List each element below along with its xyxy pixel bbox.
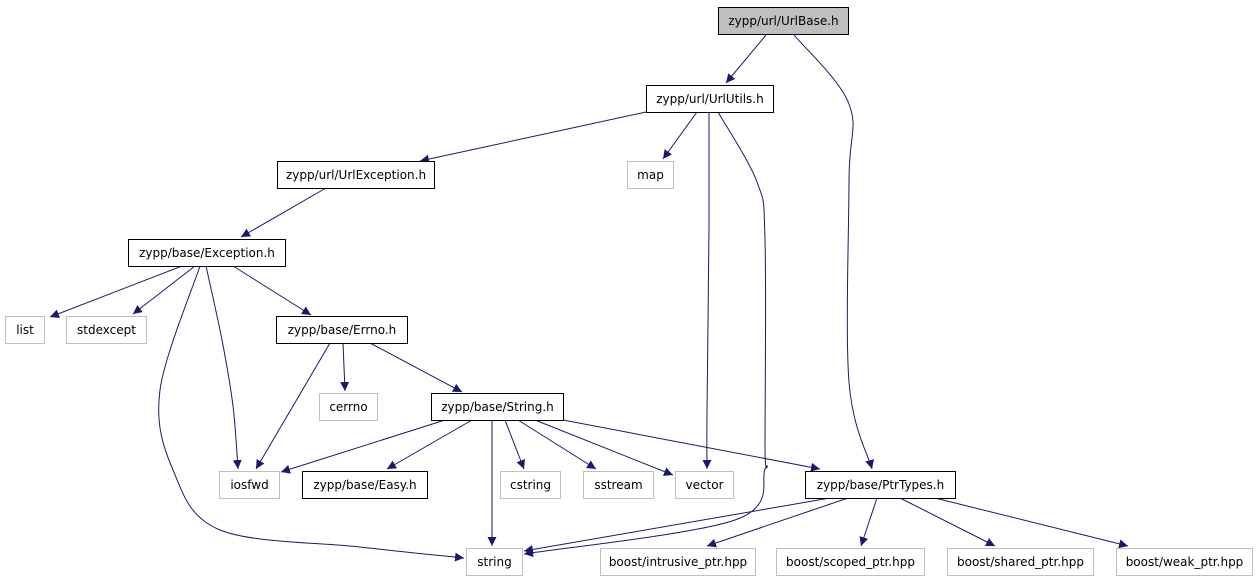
edge-ptrtypes-to-weak: [934, 497, 1129, 549]
node-label-stdexcept: stdexcept: [77, 323, 136, 337]
edge-string_h-to-easy: [386, 419, 473, 470]
node-box-list: [5, 316, 45, 344]
node-label-intrusive: boost/intrusive_ptr.hpp: [609, 555, 747, 569]
node-box-exception: [128, 239, 286, 267]
node-label-exception: zypp/base/Exception.h: [139, 246, 275, 260]
edge-string_h-to-vector: [534, 419, 674, 476]
node-list: list: [5, 316, 45, 344]
node-exception[interactable]: zypp/base/Exception.h: [128, 239, 286, 267]
edge-ptrtypes-to-intrusive: [706, 497, 849, 548]
edge-urlutils-to-urlexception: [419, 111, 647, 164]
node-intrusive: boost/intrusive_ptr.hpp: [600, 548, 756, 576]
node-ptrtypes[interactable]: zypp/base/PtrTypes.h: [805, 471, 956, 499]
edge-urlexception-to-exception: [240, 187, 327, 238]
node-errno[interactable]: zypp/base/Errno.h: [276, 316, 408, 344]
node-urlbase[interactable]: zypp/url/UrlBase.h: [718, 7, 849, 35]
edge-ptrtypes-to-scoped: [859, 497, 878, 547]
node-label-errno: zypp/base/Errno.h: [288, 323, 397, 337]
edge-exception-to-stdexcept: [132, 265, 196, 315]
edges-layer: [49, 34, 1129, 562]
node-label-sstream: sstream: [594, 478, 642, 492]
node-label-shared: boost/shared_ptr.hpp: [957, 555, 1084, 569]
edge-string_h-to-ptrtypes: [562, 419, 821, 472]
node-label-weak: boost/weak_ptr.hpp: [1126, 555, 1244, 569]
node-urlexception[interactable]: zypp/url/UrlException.h: [277, 161, 435, 189]
node-urlutils[interactable]: zypp/url/UrlUtils.h: [646, 85, 774, 113]
edge-errno-to-string_h: [369, 342, 463, 393]
node-box-urlutils: [646, 85, 774, 113]
node-label-cstring: cstring: [510, 478, 551, 492]
node-scoped: boost/scoped_ptr.hpp: [776, 548, 925, 576]
edge-ptrtypes-to-shared: [899, 497, 996, 547]
edge-urlbase-to-ptrtypes: [793, 34, 875, 470]
node-label-easy: zypp/base/Easy.h: [313, 478, 416, 492]
node-box-cerrno: [319, 393, 378, 421]
edge-urlutils-to-string: [523, 111, 768, 558]
edge-exception-to-iosfwd: [205, 265, 242, 470]
nodes-layer: zypp/url/UrlBase.h zypp/url/UrlUtils.h zyp…: [5, 7, 1253, 576]
node-box-easy: [302, 471, 428, 499]
node-box-ptrtypes: [805, 471, 956, 499]
edge-exception-to-errno: [232, 265, 312, 316]
edge-urlutils-to-vector: [702, 111, 712, 470]
node-label-scoped: boost/scoped_ptr.hpp: [786, 555, 915, 569]
node-label-urlbase: zypp/url/UrlBase.h: [728, 14, 838, 28]
node-iosfwd: iosfwd: [219, 471, 280, 499]
node-label-urlexception: zypp/url/UrlException.h: [286, 168, 426, 182]
node-label-cerrno: cerrno: [329, 400, 367, 414]
node-box-scoped: [776, 548, 925, 576]
node-box-cstring: [500, 471, 561, 499]
node-label-iosfwd: iosfwd: [230, 478, 268, 492]
node-weak: boost/weak_ptr.hpp: [1116, 548, 1253, 576]
node-box-shared: [947, 548, 1094, 576]
node-easy[interactable]: zypp/base/Easy.h: [302, 471, 428, 499]
edge-string_h-to-iosfwd: [280, 419, 446, 474]
node-vector: vector: [675, 471, 734, 499]
edge-string_h-to-cstring: [504, 419, 525, 470]
node-box-string: [466, 548, 523, 576]
edge-urlutils-to-map: [662, 111, 698, 160]
node-string_h[interactable]: zypp/base/String.h: [431, 393, 564, 421]
node-sstream: sstream: [583, 471, 654, 499]
edge-urlbase-to-urlutils: [725, 34, 767, 84]
node-string: string: [466, 548, 523, 576]
node-box-errno: [276, 316, 408, 344]
node-stdexcept: stdexcept: [66, 316, 147, 344]
node-box-string_h: [431, 393, 564, 421]
node-label-map: map: [637, 168, 664, 182]
node-cerrno: cerrno: [319, 393, 378, 421]
node-box-sstream: [583, 471, 654, 499]
node-box-intrusive: [600, 548, 756, 576]
edge-string_h-to-sstream: [517, 419, 597, 470]
node-label-string_h: zypp/base/String.h: [441, 400, 554, 414]
node-label-urlutils: zypp/url/UrlUtils.h: [656, 92, 763, 106]
node-cstring: cstring: [500, 471, 561, 499]
edge-errno-to-iosfwd: [255, 342, 331, 470]
node-box-map: [627, 161, 674, 189]
node-label-ptrtypes: zypp/base/PtrTypes.h: [817, 478, 944, 492]
node-shared: boost/shared_ptr.hpp: [947, 548, 1094, 576]
node-box-weak: [1116, 548, 1253, 576]
edge-exception-to-string: [158, 265, 465, 562]
edge-ptrtypes-to-string: [523, 497, 831, 554]
node-label-string: string: [477, 555, 511, 569]
node-box-urlbase: [718, 7, 849, 35]
node-box-iosfwd: [219, 471, 280, 499]
node-label-vector: vector: [685, 478, 723, 492]
edge-errno-to-cerrno: [340, 342, 350, 392]
node-box-vector: [675, 471, 734, 499]
node-map: map: [627, 161, 674, 189]
edge-exception-to-list: [49, 265, 183, 318]
node-box-urlexception: [277, 161, 435, 189]
node-label-list: list: [16, 323, 34, 337]
node-box-stdexcept: [66, 316, 147, 344]
